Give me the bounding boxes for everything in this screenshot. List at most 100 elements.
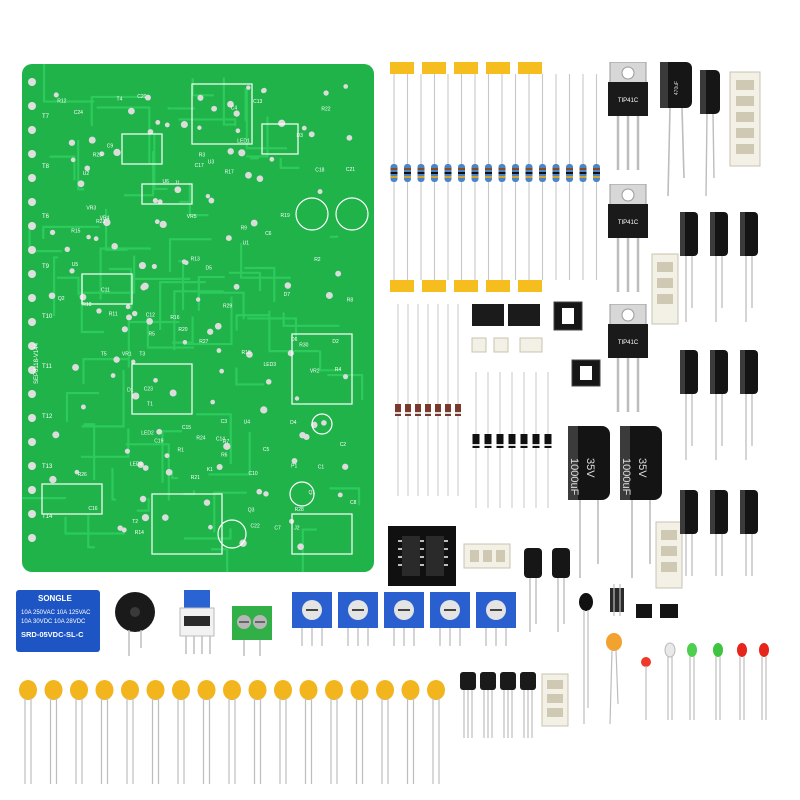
- to220-transistor-3: TIP41C: [606, 304, 650, 414]
- pcb-part-label: LED1: [237, 138, 250, 144]
- to220-label-2: TIP41C: [618, 220, 639, 226]
- large-capacitor-left: 1000uF 35V: [566, 424, 612, 580]
- pcb-part-label: R22: [321, 107, 330, 113]
- pcb-part-label: R11: [109, 311, 118, 317]
- pcb-part-label: T4: [117, 96, 123, 102]
- pcb-part-label: T5: [101, 351, 107, 357]
- pcb-part-label: R27: [199, 339, 208, 345]
- pcb-part-label: R13: [191, 256, 200, 262]
- pcb-part-label: T1: [147, 402, 153, 408]
- pcb-part-label: C3: [221, 419, 228, 425]
- diode-row-left: [392, 300, 472, 500]
- pcb-part-label: R9: [241, 225, 248, 231]
- electrolytic-caps-grid: [676, 206, 786, 576]
- pcb-part-label: R15: [71, 228, 80, 234]
- pcb-part-label: D5: [206, 266, 213, 272]
- resistor-strip-art: [390, 62, 600, 292]
- pcb-part-label: Q2: [58, 296, 65, 302]
- pcb-part-label: C21: [346, 167, 355, 173]
- pcb-part-label: Q3: [248, 508, 255, 514]
- pcb-part-label: D3: [297, 133, 304, 139]
- pcb-part-label: VR3: [86, 205, 96, 211]
- pcb-part-label: R21: [191, 475, 200, 481]
- pcb-part-label: R28: [295, 507, 304, 513]
- white-connector-5: [462, 540, 512, 572]
- relay-line-1: 10A 250VAC 10A 125VAC: [21, 610, 91, 616]
- pcb-part-label: D4: [290, 420, 297, 426]
- pcb-part-label: R6: [221, 452, 228, 458]
- pcb-part-label: U1: [243, 240, 250, 246]
- ceramic-caps-row: [14, 678, 454, 788]
- pcb-side-label: T11: [42, 364, 53, 370]
- pcb-part-label: R16: [170, 315, 179, 321]
- pcb-part-label: R4: [335, 367, 342, 373]
- pcb-part-label: C16: [88, 506, 97, 512]
- push-switch: [176, 588, 220, 658]
- electrolytic-cap-small-top: 470uF: [656, 58, 696, 198]
- pcb-part-label: T3: [139, 351, 145, 357]
- pcb-part-label: C7: [274, 525, 281, 531]
- white-connector-2: [648, 252, 682, 326]
- to220-label-3: TIP41C: [618, 340, 639, 346]
- pcb-part-label: VR5: [187, 214, 197, 220]
- pcb-part-label: U5: [72, 262, 79, 268]
- trimmer-pots: [288, 588, 528, 650]
- pcb-part-label: U3: [208, 159, 215, 165]
- pcb-part-label: VR1: [122, 351, 132, 357]
- pcb-part-label: C1: [318, 464, 325, 470]
- white-connector-4: [538, 672, 572, 728]
- relay-line-3: SRD-05VDC-SL-C: [21, 630, 84, 639]
- pcb-part-label: R1: [177, 448, 184, 454]
- pcb-board-id: SEP8118-V144: [34, 342, 40, 384]
- pcb-side-label: T9: [42, 264, 50, 270]
- pcb-part-label: R26: [78, 472, 87, 478]
- pcb-side-label: T10: [42, 314, 53, 320]
- pcb-side-label: T13: [42, 464, 53, 470]
- pcb-side-label: T6: [42, 214, 50, 220]
- pcb-part-label: C6: [265, 231, 272, 237]
- pcb-part-label: J1: [175, 180, 181, 186]
- pcb-part-label: R7: [223, 439, 230, 445]
- pcb-part-label: C19: [154, 439, 163, 445]
- pcb-part-label: C17: [195, 163, 204, 169]
- pcb-part-label: LED4: [130, 461, 143, 467]
- pcb-side-label: T12: [42, 414, 53, 420]
- pcb-part-label: LED3: [264, 362, 277, 368]
- pcb-part-label: C24: [74, 110, 83, 116]
- large-cap-right-voltage: 35V: [636, 458, 648, 478]
- pcb-part-label: D6: [291, 337, 298, 343]
- pcb-part-label: VR2: [310, 368, 320, 374]
- to220-label-1: TIP41C: [618, 98, 639, 104]
- pcb-part-label: Q1: [308, 490, 315, 496]
- soic-chips: [388, 526, 456, 586]
- pcb-part-label: R14: [135, 530, 144, 536]
- pcb-part-label: R18: [82, 302, 91, 308]
- pcb-side-label: T7: [42, 114, 50, 120]
- pcb-part-label: K1: [207, 467, 213, 473]
- pcb-part-label: D7: [284, 292, 291, 298]
- large-cap-left-label: 1000uF: [568, 458, 580, 496]
- pcb-part-label: R8: [347, 298, 354, 304]
- electrolytic-caps-pair: [520, 544, 576, 634]
- pcb-part-label: D1: [127, 387, 134, 393]
- diode-row-mid: [470, 370, 560, 510]
- pcb-part-label: R20: [178, 327, 187, 333]
- pcb-part-label: R19: [281, 213, 290, 219]
- pcb-part-label: P1: [291, 464, 297, 470]
- to220-transistor-2: TIP41C: [606, 184, 650, 294]
- relay-component: SONGLE 10A 250VAC 10A 125VAC 10A 30VDC 1…: [16, 590, 100, 652]
- pcb-part-label: C11: [101, 288, 110, 294]
- pcb-part-label: C18: [315, 168, 324, 174]
- pcb-part-label: J2: [294, 525, 300, 531]
- dip-ic-group: [468, 298, 608, 398]
- relay-line-2: 10A 30VDC 10A 28VDC: [21, 619, 86, 625]
- pcb-part-label: LED2: [141, 430, 154, 436]
- pcb-part-label: C14: [216, 436, 225, 442]
- pcb-side-label: T8: [42, 164, 50, 170]
- relay-spec-lines: 10A 250VAC 10A 125VAC 10A 30VDC 10A 28VD…: [21, 610, 97, 650]
- pcb-part-label: R25: [93, 152, 102, 158]
- pcb-part-label: R30: [299, 343, 308, 349]
- pcb-part-label: D2: [332, 339, 339, 345]
- resistor-tape-strip: [380, 58, 610, 298]
- pcb-part-label: C20: [137, 94, 146, 100]
